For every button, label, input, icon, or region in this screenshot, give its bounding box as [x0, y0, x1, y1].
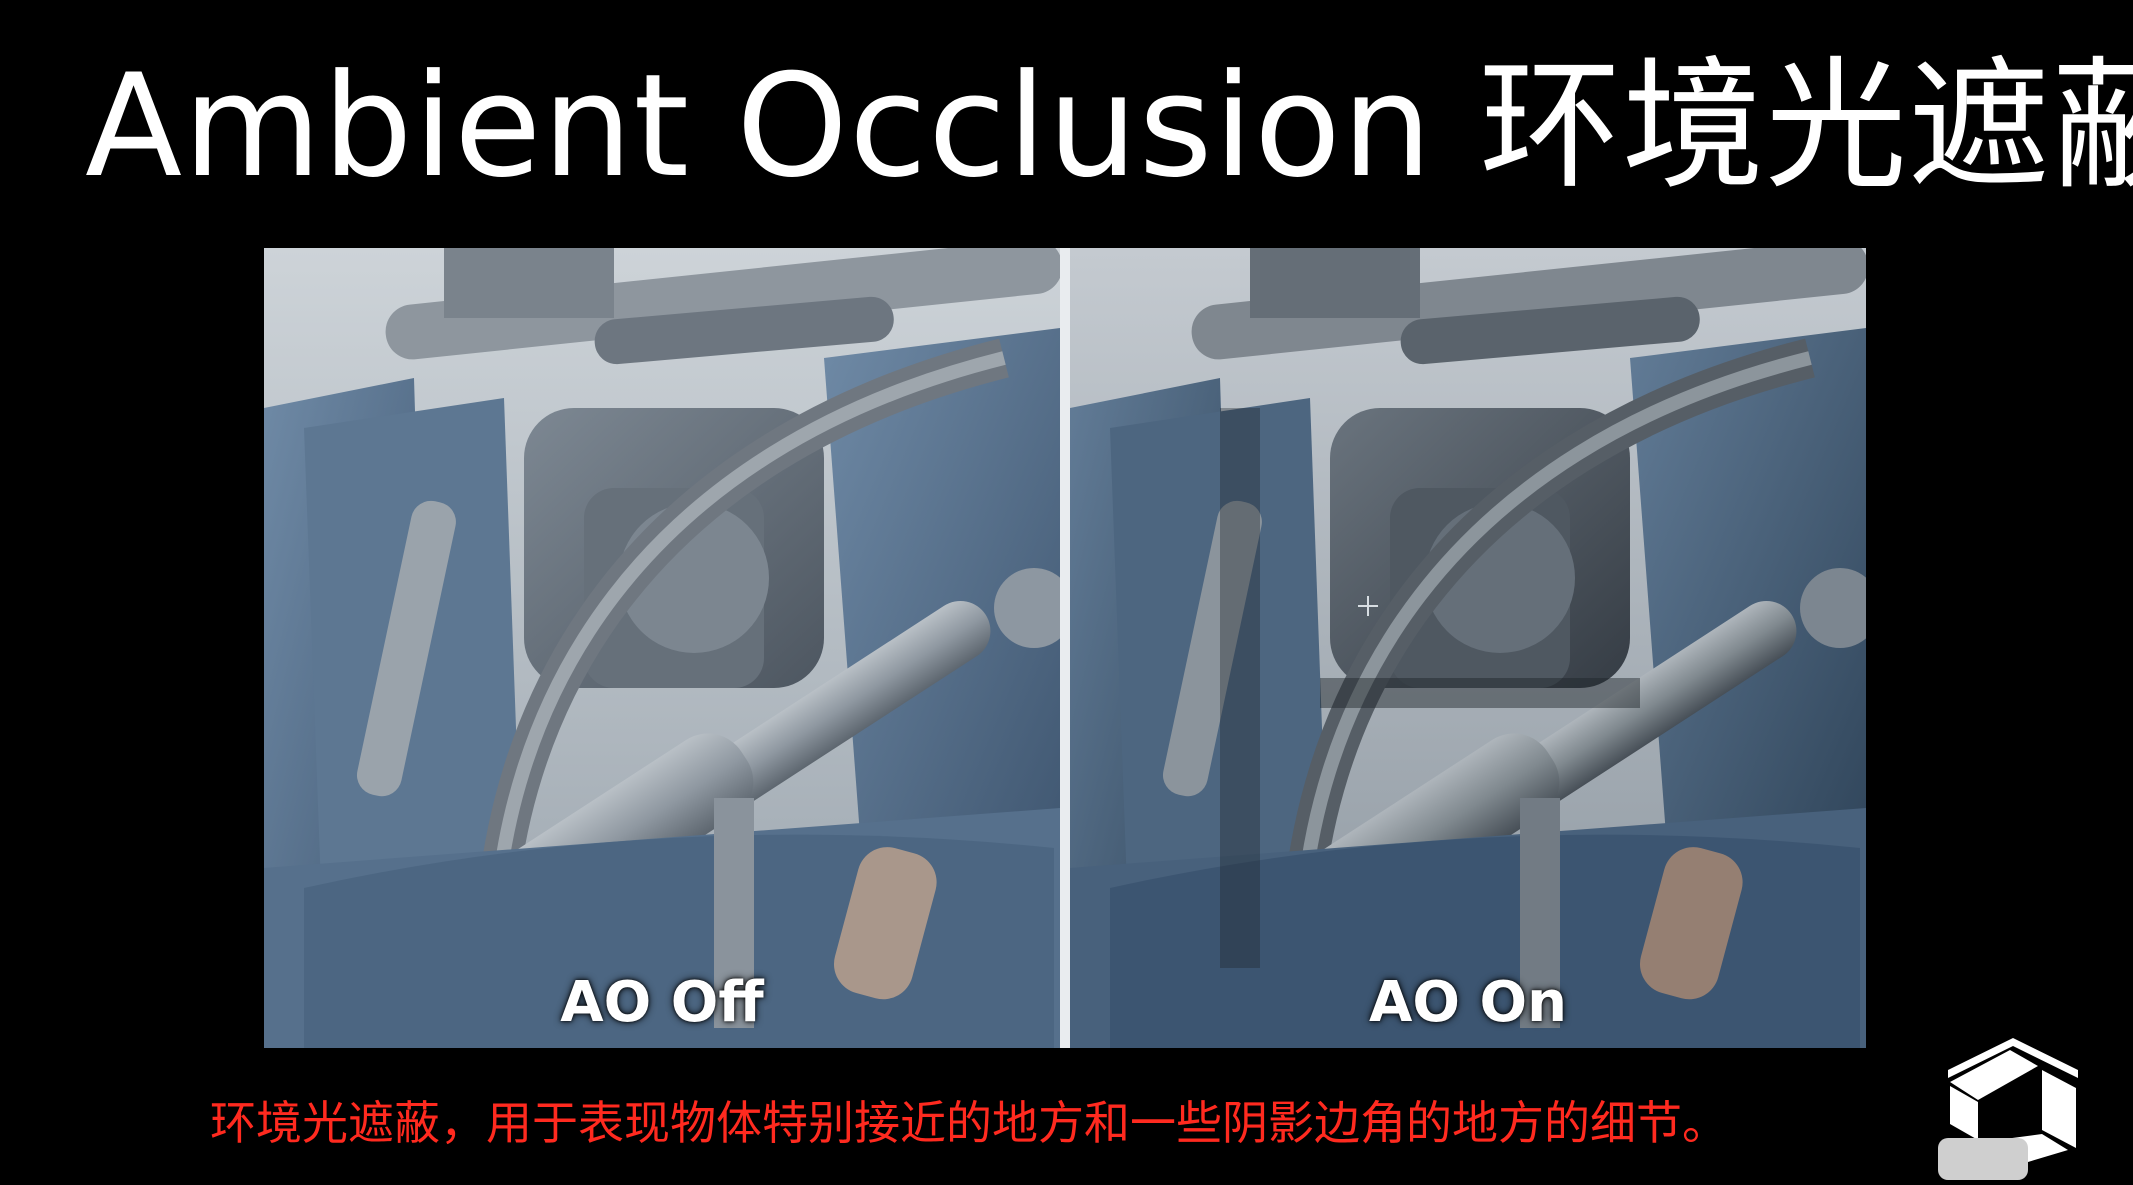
slide-caption: 环境光遮蔽，用于表现物体特别接近的地方和一些阴影边角的地方的细节。 [210, 1096, 1728, 1150]
image-divider [1060, 248, 1070, 1048]
crosshair-cursor-icon [1358, 596, 1378, 616]
ao-on-image: AO On [1070, 248, 1866, 1048]
ao-off-render [264, 248, 1060, 1048]
unity-logo-icon [1938, 1038, 2078, 1180]
ao-on-label: AO On [1369, 970, 1567, 1035]
ao-off-label: AO Off [560, 970, 764, 1035]
ao-on-render [1070, 248, 1866, 1048]
slide-title: Ambient Occlusion 环境光遮蔽 [85, 44, 2133, 209]
ao-off-image: AO Off [264, 248, 1060, 1048]
